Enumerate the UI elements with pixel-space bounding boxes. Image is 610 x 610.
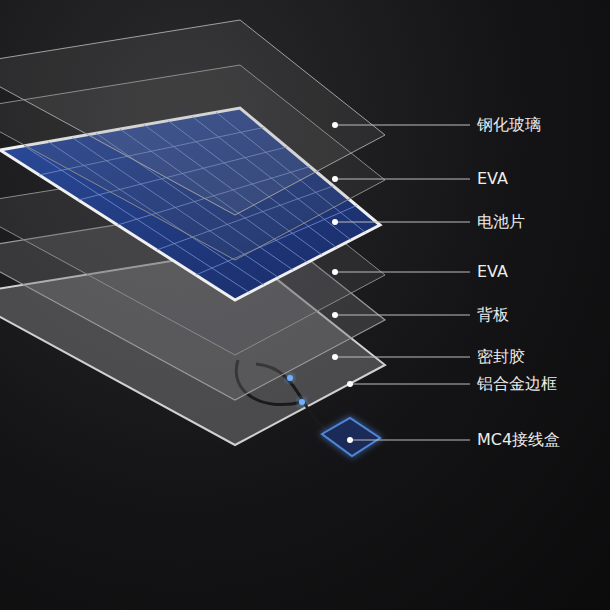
part-label: 密封胶 bbox=[477, 347, 525, 367]
leader-lines bbox=[338, 125, 470, 440]
part-label: 钢化玻璃 bbox=[477, 115, 541, 135]
part-label: 背板 bbox=[477, 305, 509, 325]
part-label: MC4接线盒 bbox=[477, 430, 560, 450]
part-label: EVA bbox=[477, 169, 508, 189]
part-label: 铝合金边框 bbox=[477, 374, 557, 394]
glass-layer bbox=[0, 20, 385, 215]
part-label: 电池片 bbox=[477, 212, 525, 232]
part-label: EVA bbox=[477, 262, 508, 282]
leader-dots bbox=[332, 122, 353, 443]
cable-glow bbox=[299, 399, 305, 405]
cable-glow bbox=[287, 375, 293, 381]
junction-box bbox=[322, 418, 380, 456]
